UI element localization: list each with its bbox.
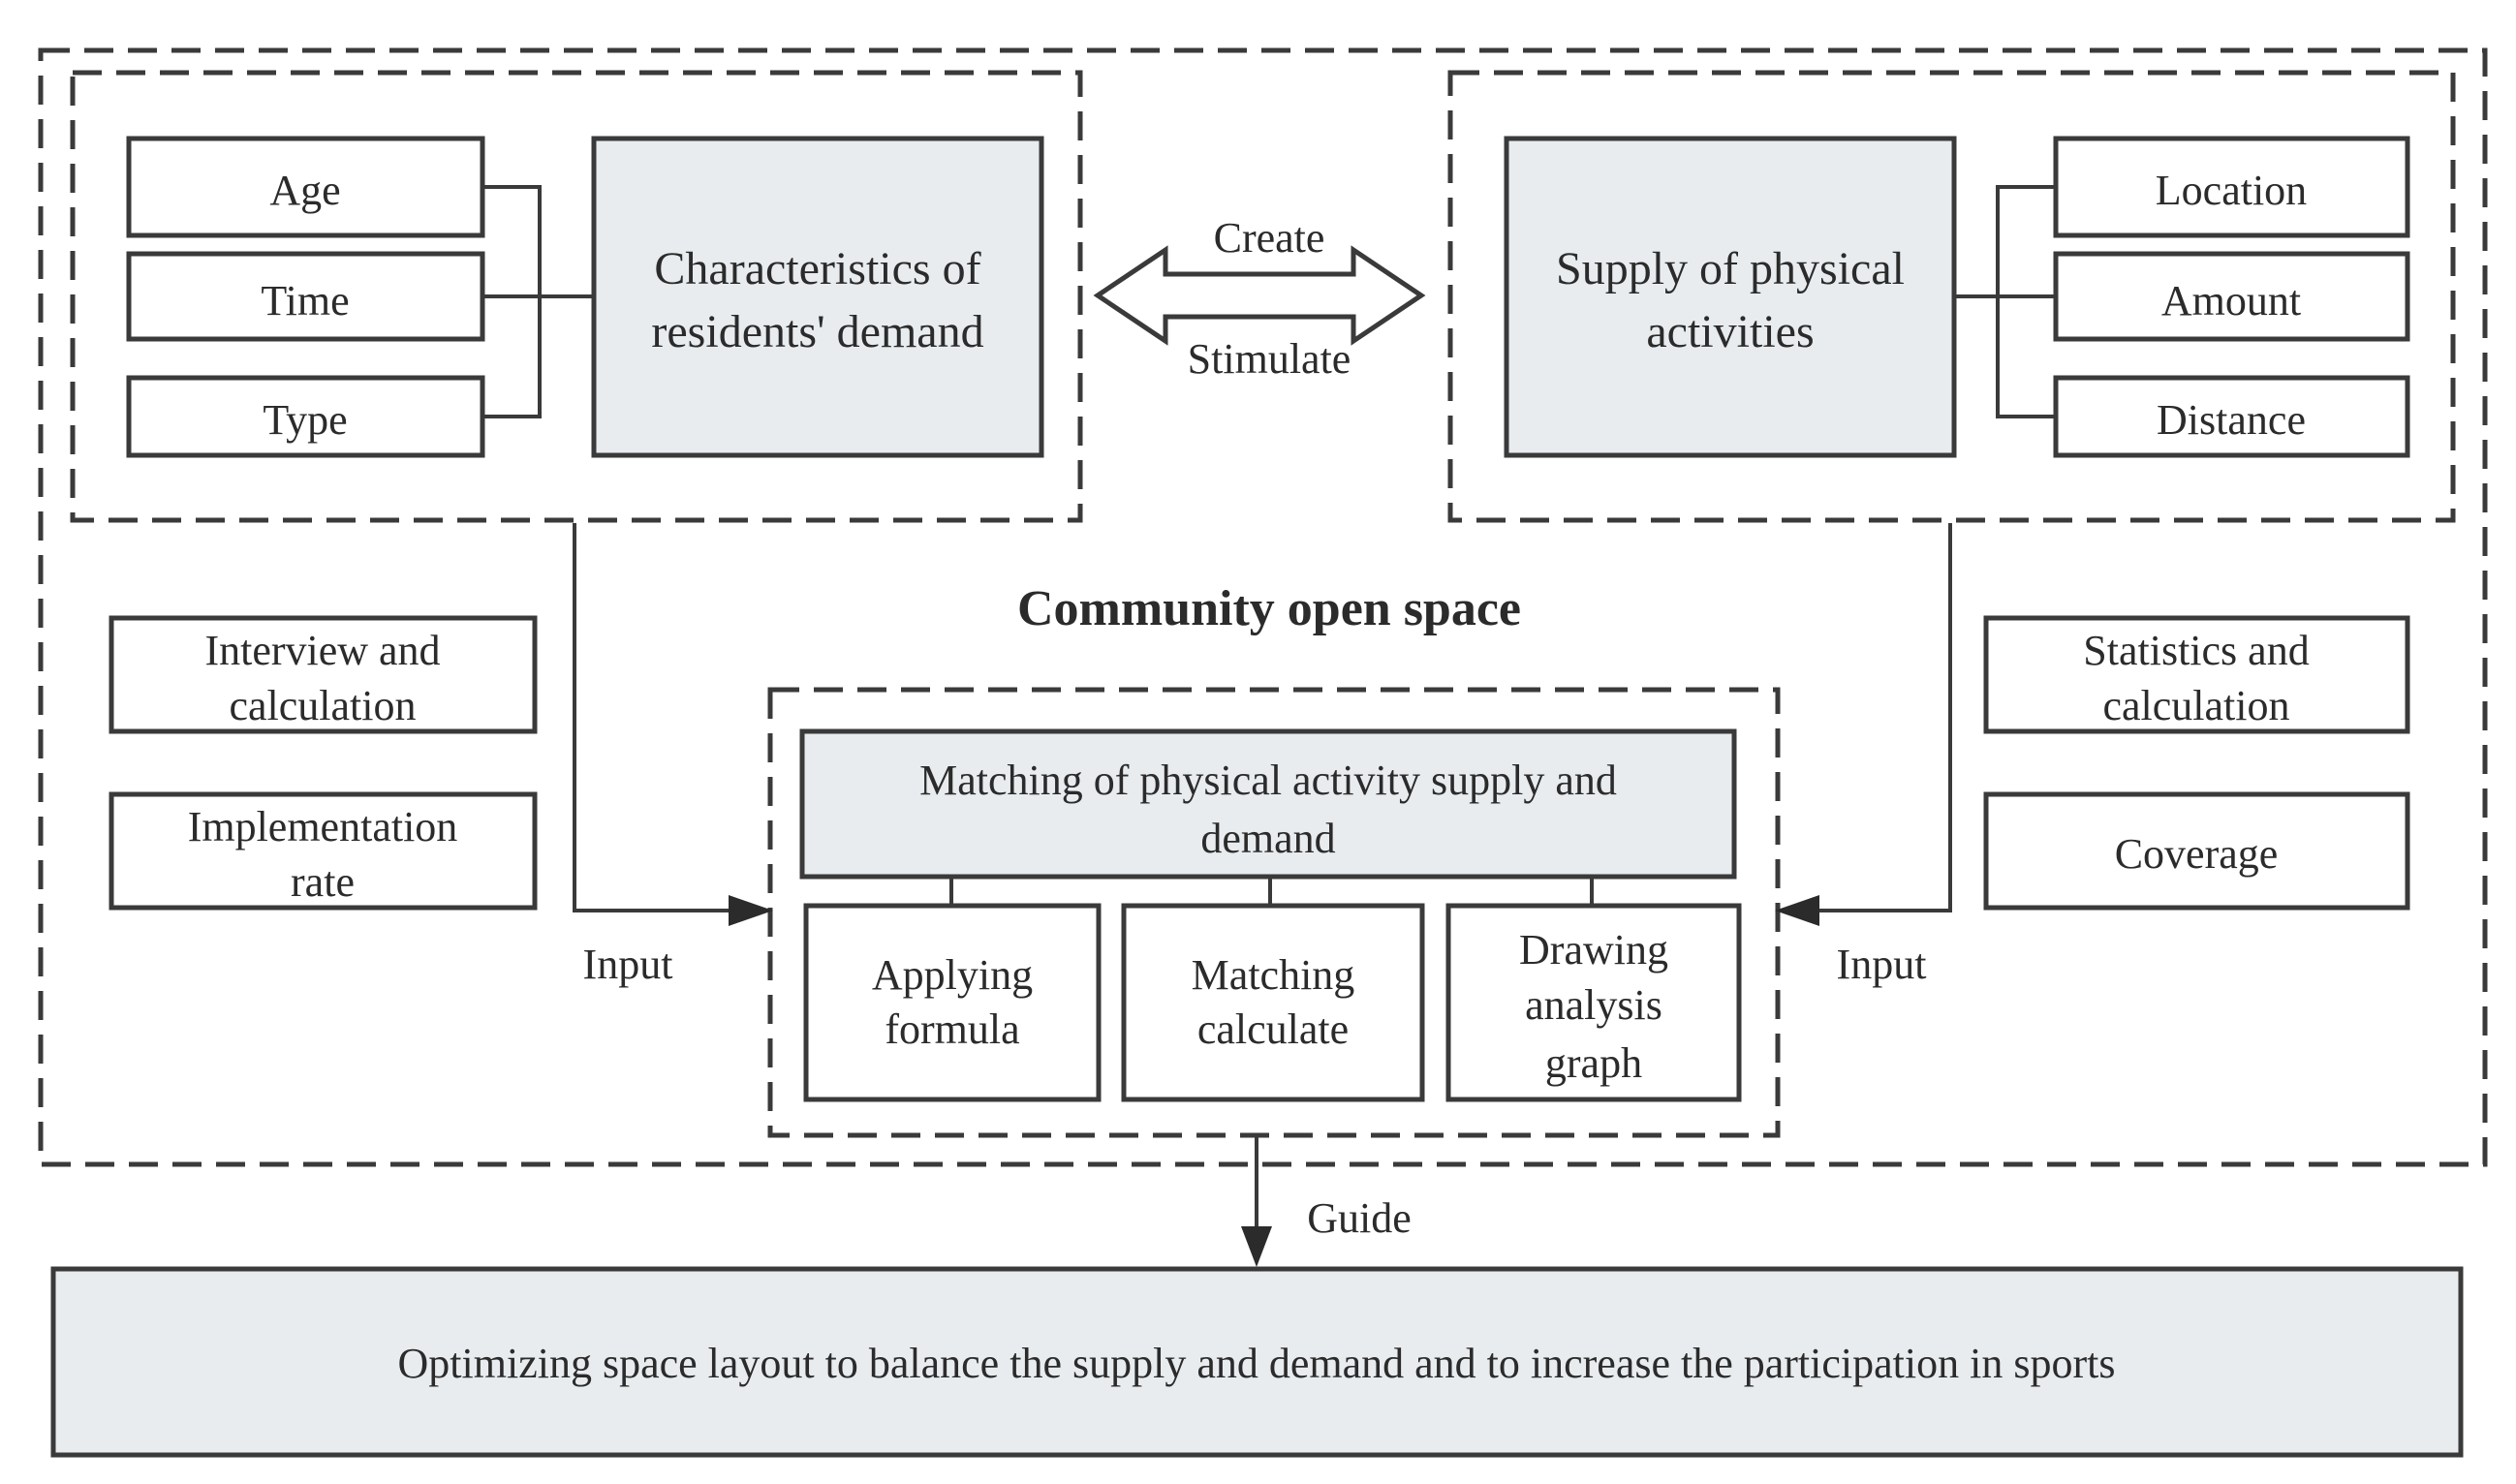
right-input-arrowhead [1775,895,1819,926]
matching-step-connectors [949,877,1594,906]
create-stimulate-double-arrow [1093,245,1426,346]
matching-title-line-2: demand [1200,815,1335,862]
supply-item-location: Location [2156,167,2307,214]
community-open-space-title: Community open space [1017,581,1521,636]
matching-step-graph-line-2: analysis [1525,981,1662,1029]
demand-item-type: Type [263,396,347,444]
demand-method-interview-line-1: Interview and [204,627,440,674]
matching-step-formula-box [803,903,1102,1102]
supply-method-coverage: Coverage [2115,830,2279,878]
demand-method-interview-box [109,615,538,734]
demand-item-time-box [126,251,485,342]
right-input-line [1817,523,1952,912]
matching-step-formula-line-2: formula [885,1005,1019,1053]
demand-method-rate-line-1: Implementation [188,803,458,850]
demand-main-box [591,136,1044,458]
matching-step-graph-line-1: Drawing [1519,926,1668,974]
demand-item-type-box [126,375,485,458]
supply-item-distance: Distance [2157,396,2306,444]
left-input-label: Input [583,941,673,988]
demand-item-age-box [126,136,485,238]
supply-group-frame [1447,70,2456,523]
matching-step-graph-line-3: graph [1545,1039,1642,1087]
supply-method-statistics-line-1: Statistics and [2083,627,2309,674]
demand-group-frame [70,70,1083,523]
supply-method-statistics-line-2: calculation [2102,682,2289,729]
supply-bracket [1954,185,2056,418]
matching-step-calculate-line-1: Matching [1192,951,1355,999]
demand-method-rate-line-2: rate [291,858,355,906]
supply-main-line-2: activities [1646,306,1814,357]
matching-step-calculate-box [1121,903,1425,1102]
guide-arrowhead [1241,1226,1272,1267]
matching-step-formula-line-1: Applying [872,951,1033,999]
matching-group-frame [767,687,1781,1138]
matching-title-box [799,728,1737,880]
relation-stimulate-label: Stimulate [1188,335,1351,383]
demand-method-rate-box [109,791,538,911]
supply-main-box [1504,136,1957,458]
outcome-text: Optimizing space layout to balance the s… [398,1340,2116,1387]
guide-label: Guide [1307,1194,1412,1242]
demand-bracket [482,185,594,418]
demand-method-interview-line-2: calculation [229,682,416,729]
demand-main-line-1: Characteristics of [654,243,980,294]
left-input-arrowhead [729,895,773,926]
left-input-line [573,523,731,912]
relation-create-label: Create [1214,214,1325,262]
supply-method-coverage-box [1983,791,2410,911]
right-input-label: Input [1837,941,1927,988]
matching-step-calculate-line-2: calculate [1197,1005,1349,1053]
matching-title-line-1: Matching of physical activity supply and [919,757,1617,804]
demand-main-line-2: residents' demand [651,306,983,357]
demand-item-age: Age [269,167,340,214]
demand-item-time: Time [261,277,349,325]
supply-item-amount: Amount [2161,277,2301,325]
supply-main-line-1: Supply of physical [1556,243,1905,294]
matching-step-graph-box [1445,903,1742,1102]
community-open-space-frame [38,47,2488,1167]
supply-method-statistics-box [1983,615,2410,734]
outcome-box [50,1266,2464,1458]
